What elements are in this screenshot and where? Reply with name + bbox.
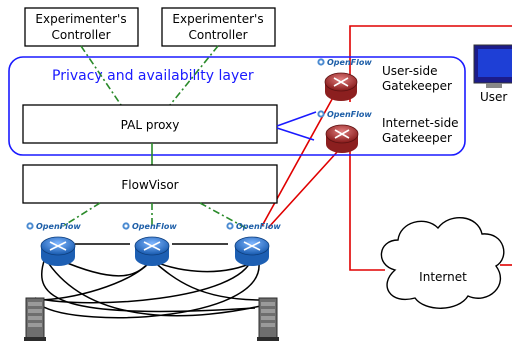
openflow-logo-2: OpenFlow (122, 222, 177, 231)
internet-side-gatekeeper: OpenFlow Internet-side Gatekeeper (317, 110, 459, 153)
controller-box-1: Experimenter's Controller (24, 7, 139, 47)
user-side-gatekeeper: OpenFlow User-side Gatekeeper (317, 58, 452, 101)
user-label: User (480, 90, 507, 104)
pal-layer-container (8, 56, 466, 156)
pal-proxy-label: PAL proxy (121, 118, 180, 132)
user-computer-icon: User (473, 44, 512, 104)
openflow-logo-4: OpenFlow (317, 58, 372, 67)
switch-middle: OpenFlow (122, 222, 177, 266)
flowvisor-switch-links (59, 202, 247, 229)
controller-1-line2: Controller (51, 28, 110, 42)
svg-text:OpenFlow: OpenFlow (327, 110, 372, 119)
user-gatekeeper-line1: User-side (382, 64, 438, 78)
openflow-logo-5: OpenFlow (317, 110, 372, 119)
flowvisor-label: FlowVisor (121, 178, 178, 192)
controller-1-line1: Experimenter's (35, 12, 126, 26)
pal-proxy-box: PAL proxy (22, 104, 278, 144)
internet-gatekeeper-line2: Gatekeeper (382, 131, 452, 145)
physical-links (34, 243, 266, 319)
link-gatekeeper-to-internet (349, 150, 385, 271)
link-switch-to-internet-gatekeeper (267, 139, 349, 229)
server-left (24, 297, 46, 341)
internet-cloud-icon: Internet (380, 216, 505, 309)
controller-2-line1: Experimenter's (172, 12, 263, 26)
svg-text:OpenFlow: OpenFlow (132, 222, 177, 231)
controller-2-line2: Controller (188, 28, 247, 42)
svg-text:OpenFlow: OpenFlow (36, 222, 81, 231)
internet-gatekeeper-line1: Internet-side (382, 116, 459, 130)
openflow-logo-1: OpenFlow (26, 222, 81, 231)
server-right (257, 297, 279, 341)
svg-text:OpenFlow: OpenFlow (236, 222, 281, 231)
openflow-logo-3: OpenFlow (226, 222, 281, 231)
pal-to-gatekeeper-link (276, 111, 317, 127)
switch-right: OpenFlow (226, 222, 281, 266)
controller-box-2: Experimenter's Controller (161, 7, 276, 47)
controller-links (80, 45, 219, 106)
switch-left: OpenFlow (26, 222, 81, 266)
user-gatekeeper-line2: Gatekeeper (382, 79, 452, 93)
pal-to-gatekeeper-link-2 (276, 127, 315, 141)
flowvisor-box: FlowVisor (22, 164, 278, 204)
svg-text:OpenFlow: OpenFlow (327, 58, 372, 67)
pal-layer-title: Privacy and availability layer (52, 68, 254, 84)
internet-label: Internet (419, 270, 467, 284)
